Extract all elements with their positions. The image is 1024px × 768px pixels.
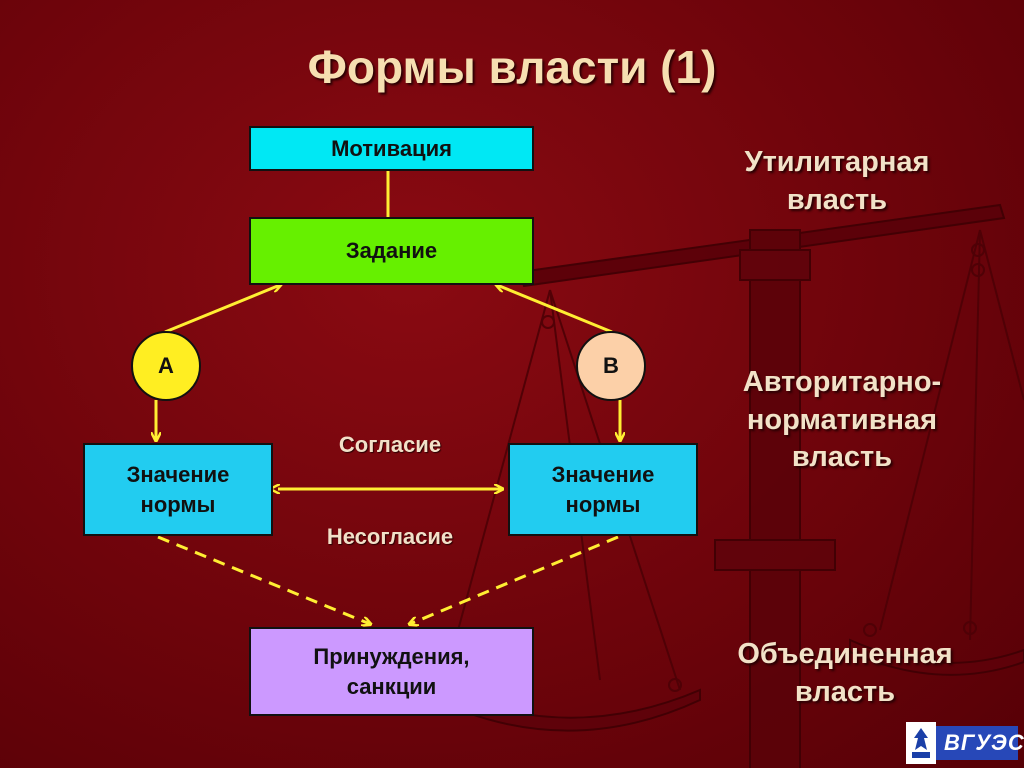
- box-norm-right-label: Значение нормы: [551, 461, 655, 517]
- box-sanctions: Принуждения, санкции: [249, 627, 534, 716]
- circle-b: B: [576, 331, 646, 401]
- box-norm-right: Значение нормы: [508, 443, 698, 536]
- box-motivation-label: Мотивация: [331, 135, 452, 161]
- box-task: Задание: [249, 217, 534, 285]
- label-disagreement: Несогласие: [326, 524, 454, 549]
- box-norm-left: Значение нормы: [83, 443, 273, 536]
- side-label-utilitarian: Утилитарная власть: [744, 146, 930, 216]
- box-task-label: Задание: [345, 238, 438, 264]
- side-label-combined: Объединенная власть: [737, 638, 953, 708]
- slide-title: Формы власти (1): [307, 41, 717, 93]
- box-sanctions-label: Принуждения, санкции: [313, 643, 470, 699]
- circle-b-label: B: [603, 353, 619, 378]
- circle-a-label: A: [158, 353, 174, 378]
- box-norm-left-label: Значение нормы: [126, 461, 230, 517]
- side-label-authoritarian: Авторитарно- нормативная власть: [742, 366, 942, 474]
- logo-text: ВГУЭС: [944, 730, 1024, 755]
- circle-a: A: [131, 331, 201, 401]
- university-logo: [906, 722, 1018, 764]
- label-agreement: Согласие: [338, 432, 442, 457]
- box-motivation: Мотивация: [249, 126, 534, 171]
